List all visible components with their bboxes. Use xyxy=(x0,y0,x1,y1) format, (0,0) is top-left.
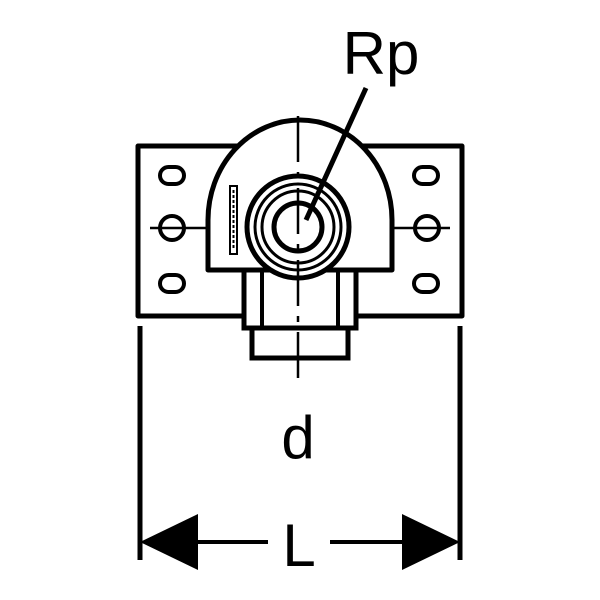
dimension-arrow-right-icon xyxy=(402,514,460,570)
label-rp: Rp xyxy=(343,20,420,87)
outlet-collar xyxy=(249,325,351,361)
rp-leader-line xyxy=(303,86,369,222)
mounting-slot-right-bottom xyxy=(412,273,440,294)
mounting-slot-left-top xyxy=(158,165,186,186)
dimension-arrow-left-icon xyxy=(140,514,198,570)
label-d: d xyxy=(281,404,314,471)
mounting-slot-right-top xyxy=(412,165,440,186)
label-l: L xyxy=(282,512,315,579)
mounting-slot-left-bottom xyxy=(158,273,186,294)
brand-mark-icon xyxy=(229,185,238,255)
